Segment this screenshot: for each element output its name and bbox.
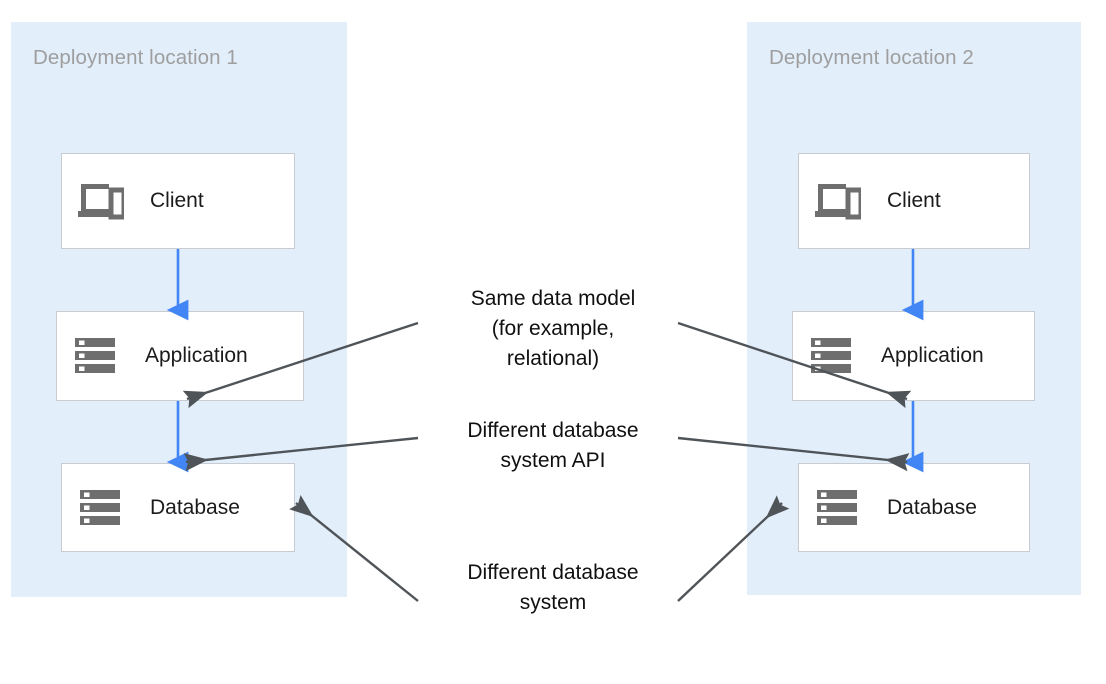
node-label-application-location-2: Application [881,344,984,367]
server-stack-icon [809,336,855,376]
node-database-location-1[interactable]: Database [61,463,295,552]
annotation-different-database-system-api: Different database system API [467,419,639,472]
node-label-client-location-2: Client [887,189,941,212]
zone-title-deployment-location-2: Deployment location 2 [769,46,974,69]
node-client-location-2[interactable]: Client [798,153,1030,249]
node-application-location-1[interactable]: Application [56,311,304,401]
annotation-different-database-system: Different database system [467,561,639,614]
server-stack-icon [78,488,124,528]
node-label-application-location-1: Application [145,344,248,367]
node-label-database-location-2: Database [887,495,977,519]
annotation-same-data-model: Same data model (for example, relational… [470,287,636,370]
client-devices-icon [78,181,127,221]
node-application-location-2[interactable]: Application [792,311,1035,401]
node-label-database-location-1: Database [150,495,240,519]
zone-title-deployment-location-1: Deployment location 1 [33,46,238,69]
server-stack-icon [815,488,861,528]
client-devices-icon [815,181,864,221]
node-label-client-location-1: Client [150,189,204,212]
server-stack-icon [73,336,119,376]
node-client-location-1[interactable]: Client [61,153,295,249]
node-database-location-2[interactable]: Database [798,463,1030,552]
